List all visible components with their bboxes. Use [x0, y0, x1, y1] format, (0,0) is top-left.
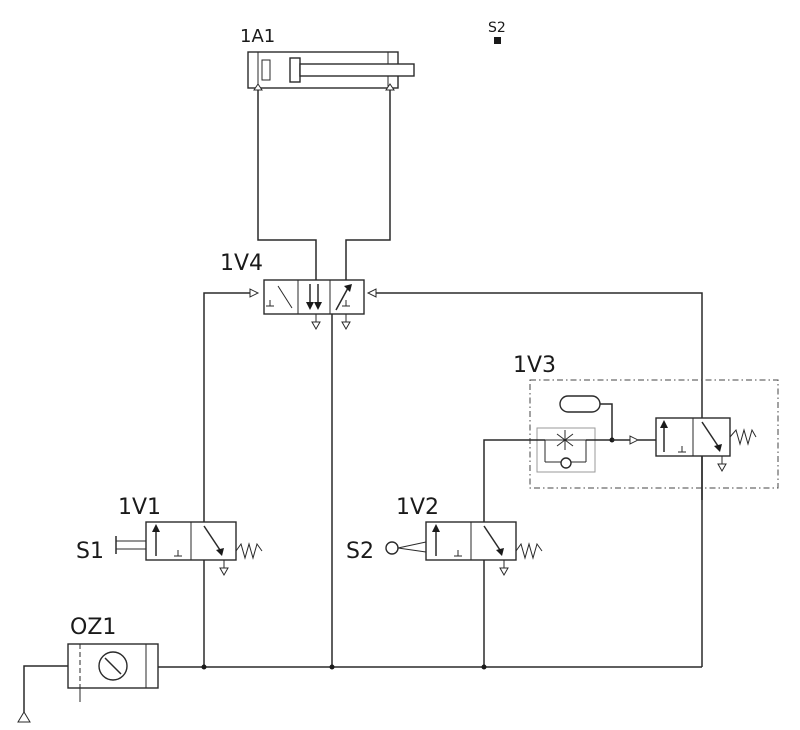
valve-1v2-label: 1V2 [396, 495, 439, 520]
sensor-square-icon [494, 37, 501, 44]
actuator-s2-label: S2 [346, 539, 374, 564]
valve-1v4-label: 1V4 [220, 251, 263, 276]
line-source [23, 665, 68, 712]
exhaust-1v2-icon [499, 567, 509, 577]
exhaust-1v4-a-icon [311, 321, 321, 331]
throttle-check-valve[interactable] [536, 427, 596, 473]
valve-1v3-label: 1V3 [513, 353, 556, 378]
line-1v2-1v3 [483, 439, 545, 522]
exhaust-1v4-b-icon [341, 321, 351, 331]
actuator-s1-label: S1 [76, 539, 104, 564]
throttle-box [536, 427, 596, 473]
cylinder-label: 1A1 [240, 26, 275, 47]
exhaust-1v1-icon [219, 567, 229, 577]
reservoir-icon [559, 395, 601, 413]
sensor-marker-s2[interactable] [494, 37, 501, 44]
line-reservoir [600, 403, 613, 440]
valve-1v3-group-frame [529, 379, 779, 489]
sensor-marker-label: S2 [488, 20, 506, 36]
check-ball-icon [560, 457, 572, 469]
spring-1v1-icon [235, 542, 263, 560]
roller-lever-icon [385, 541, 399, 555]
pilot-left-icon [249, 288, 260, 298]
cylinder-piston [289, 57, 301, 83]
cylinder-1a1[interactable] [247, 51, 415, 91]
exhaust-1v3-icon [717, 463, 727, 473]
pilot-right-icon [366, 288, 377, 298]
valve-1v1[interactable] [115, 521, 263, 577]
service-unit-label: OZ1 [70, 615, 116, 640]
line-pilot-right [376, 292, 703, 667]
cylinder-rod [299, 63, 415, 77]
spring-1v3-icon [729, 428, 757, 446]
spring-1v2-icon [515, 542, 543, 560]
valve-1v4[interactable] [249, 279, 377, 331]
line-cyl-b [345, 90, 391, 280]
valve-1v1-label: 1V1 [118, 495, 161, 520]
pilot-1v3-icon [629, 435, 640, 445]
valve-1v3[interactable] [655, 417, 757, 473]
line-pilot-left [203, 292, 250, 522]
valve-1v2[interactable] [385, 521, 543, 577]
service-unit-oz1[interactable] [67, 643, 159, 702]
line-cyl-a [257, 90, 317, 280]
pressure-source-icon [17, 711, 31, 723]
